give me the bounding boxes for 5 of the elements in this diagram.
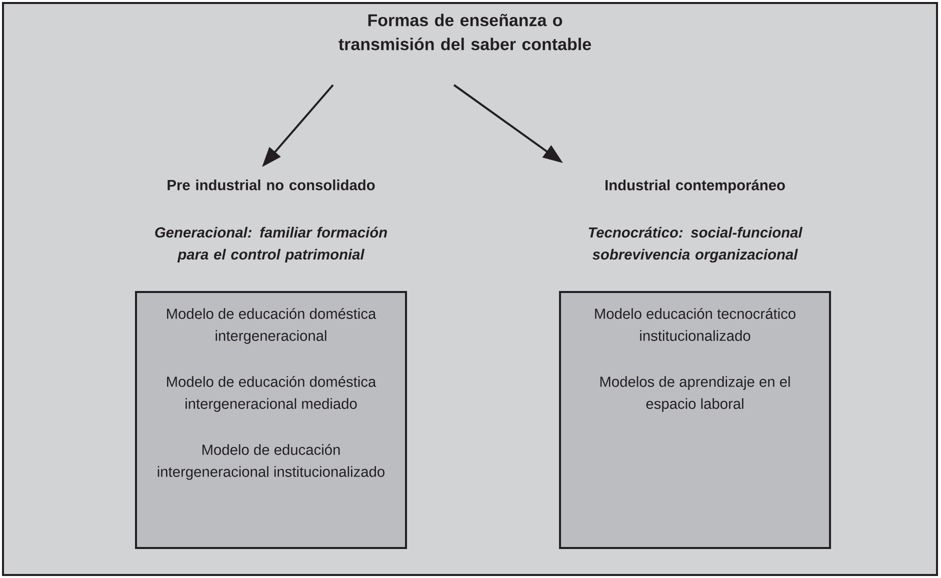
- heading-text: Industrial contemporáneo Tecnocrático: social-funcional sobrevivencia organizacional: [588, 179, 803, 263]
- model-box: Modelo de educación doméstica intergeneracional Modelo de educación doméstica intergeneracional mediado Modelo de educación intergeneracional institucionalizado: [135, 291, 407, 549]
- model-box: Modelo educación tecnocrático institucionalizado Modelos de aprendizaje en el espacio laboral: [559, 291, 832, 549]
- heading-text: Pre industrial no consolidado Generacional: familiar formación para el control patrimonial: [155, 180, 387, 262]
- title-text: Formas de enseñanza o transmisión del saber contable: [338, 14, 591, 50]
